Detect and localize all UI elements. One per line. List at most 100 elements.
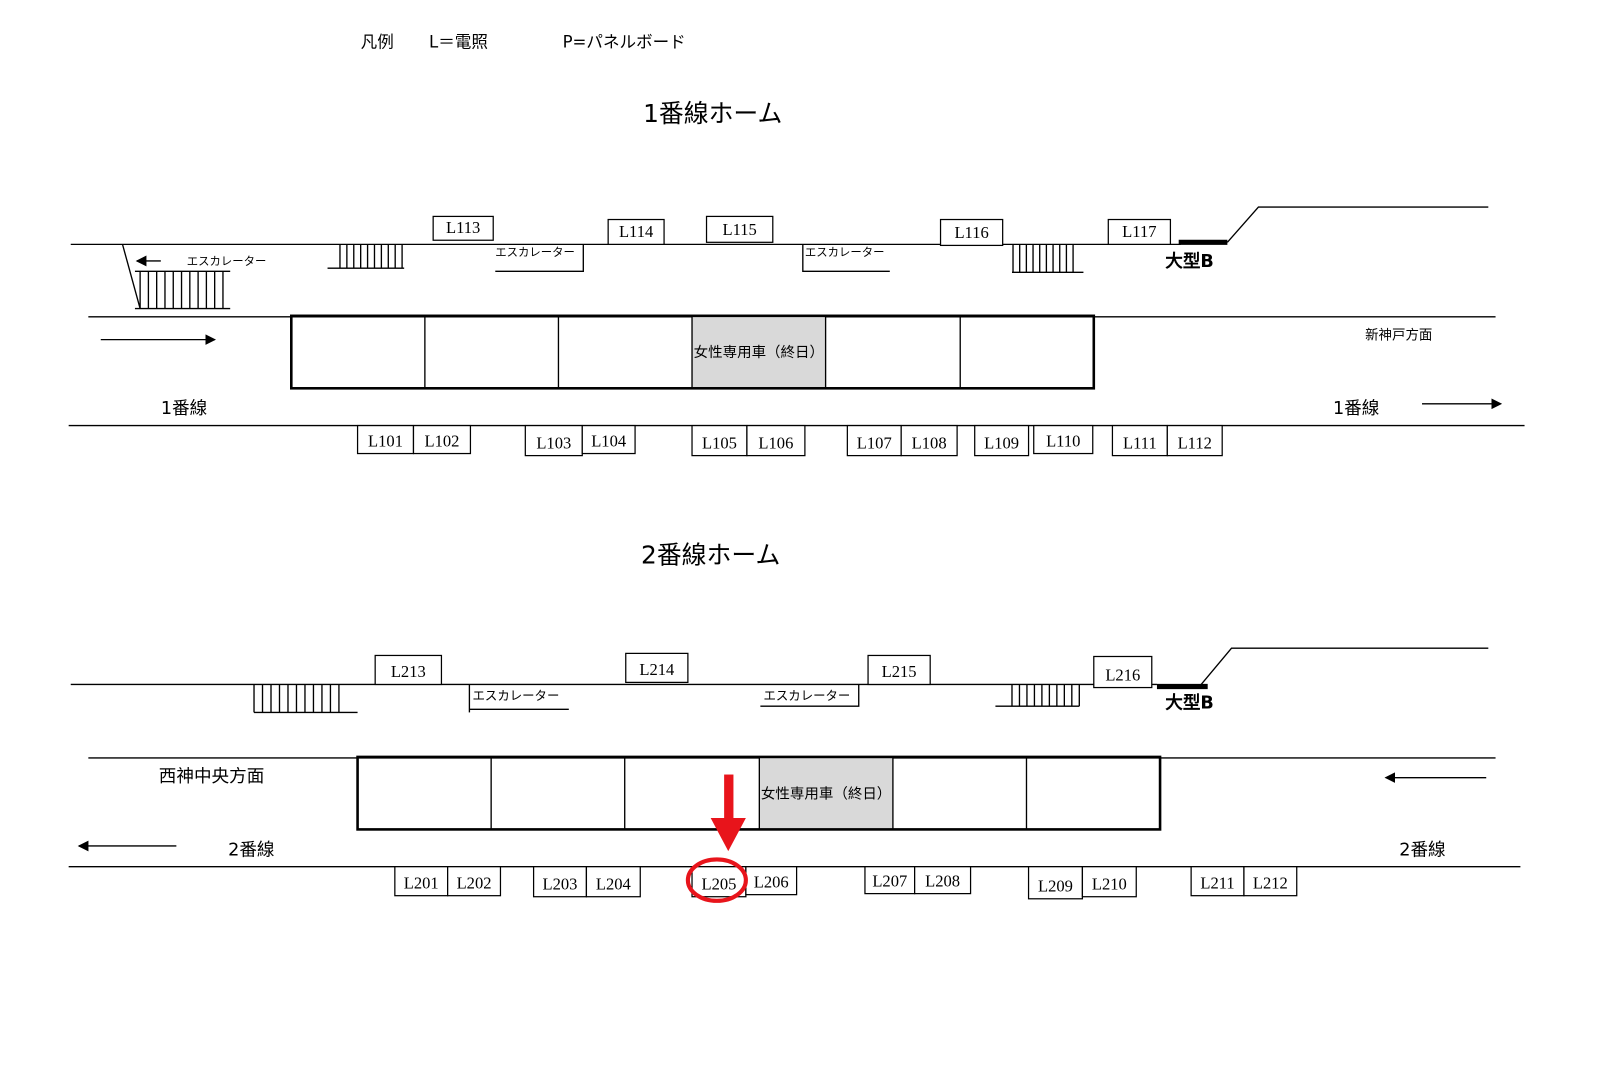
light-box[interactable]: L209 xyxy=(1027,866,1084,900)
light-label: L114 xyxy=(619,222,654,241)
light-box[interactable]: L210 xyxy=(1081,866,1137,898)
track-label-right: 2番線 xyxy=(1399,840,1445,860)
escalator-outline xyxy=(495,244,584,272)
red-arrow-shaft xyxy=(724,774,734,821)
light-label: L214 xyxy=(639,660,675,679)
escalator-label: エスカレーター xyxy=(763,688,850,703)
light-label: L106 xyxy=(758,433,793,452)
light-label: L215 xyxy=(882,662,917,681)
light-box[interactable]: L106 xyxy=(746,424,806,457)
light-box[interactable]: L110 xyxy=(1033,424,1094,455)
light-box[interactable]: L104 xyxy=(581,424,636,455)
light-label: L112 xyxy=(1178,433,1212,452)
light-box[interactable]: L108 xyxy=(900,424,958,457)
light-box-frame xyxy=(581,424,636,455)
women-car-label: 女性専用車（終日） xyxy=(761,784,891,802)
light-box[interactable]: L206 xyxy=(745,866,798,896)
light-box[interactable]: L202 xyxy=(447,866,502,897)
escalator-outline xyxy=(802,244,890,272)
upper-lights: L113 L114 L115 L116 L117 xyxy=(432,215,1172,247)
light-box[interactable]: L113 xyxy=(432,215,494,241)
light-box[interactable]: L201 xyxy=(394,866,449,897)
escalator-label: エスカレーター xyxy=(805,245,885,259)
light-box-frame xyxy=(585,866,641,898)
light-label: L104 xyxy=(591,431,627,450)
platform-end-line xyxy=(1198,647,1489,687)
light-label: L204 xyxy=(596,874,632,893)
light-box[interactable]: L208 xyxy=(914,866,972,895)
light-box-frame xyxy=(1111,424,1168,457)
light-box-frame xyxy=(1093,655,1153,689)
light-box-frame xyxy=(447,866,502,897)
escalator-steps xyxy=(134,270,231,310)
light-box-frame xyxy=(1190,866,1245,897)
red-circle-highlight xyxy=(685,857,748,903)
light-label: L101 xyxy=(368,431,403,450)
light-box-frame xyxy=(607,218,665,245)
track-label-left: 1番線 xyxy=(161,399,207,419)
light-box-frame xyxy=(746,424,806,457)
light-label: L203 xyxy=(543,874,578,893)
light-label: L201 xyxy=(404,873,439,892)
light-box[interactable]: L207 xyxy=(864,866,916,895)
light-label: L216 xyxy=(1105,665,1140,684)
light-box[interactable]: L204 xyxy=(585,866,641,898)
light-box-frame xyxy=(1081,866,1137,898)
train: 女性専用車（終日） xyxy=(290,314,1096,390)
light-box[interactable]: L203 xyxy=(532,866,588,898)
women-car-label: 女性専用車（終日） xyxy=(694,343,824,361)
women-only-car xyxy=(759,756,893,830)
light-box[interactable]: L109 xyxy=(974,424,1030,457)
light-box[interactable]: L112 xyxy=(1166,424,1223,457)
light-box[interactable]: L107 xyxy=(846,424,902,457)
light-label: L209 xyxy=(1038,877,1073,896)
light-label: L115 xyxy=(722,220,756,239)
track-label-right: 1番線 xyxy=(1333,399,1379,419)
light-box[interactable]: L116 xyxy=(939,218,1004,247)
light-label: L116 xyxy=(954,223,988,242)
light-box[interactable]: L212 xyxy=(1243,866,1298,897)
light-box[interactable]: L105 xyxy=(691,424,748,457)
light-box-frame xyxy=(705,215,774,243)
light-box[interactable]: L213 xyxy=(374,654,443,686)
light-label: L206 xyxy=(754,872,789,891)
highlight-l205 xyxy=(685,774,748,903)
light-box-frame xyxy=(900,424,958,457)
light-box-frame xyxy=(974,424,1030,457)
light-label: L210 xyxy=(1092,874,1127,893)
light-label: L110 xyxy=(1046,431,1080,450)
track-label-left: 2番線 xyxy=(228,840,274,860)
light-box[interactable]: L117 xyxy=(1107,218,1172,245)
train: 女性専用車（終日） xyxy=(356,755,1162,831)
light-box[interactable]: L101 xyxy=(356,424,415,455)
light-box[interactable]: L111 xyxy=(1111,424,1168,457)
light-box[interactable]: L102 xyxy=(412,424,472,455)
light-box[interactable]: L214 xyxy=(625,652,689,683)
light-label: L208 xyxy=(925,871,960,890)
upper-lights: L213 L214 L215 L216 xyxy=(374,652,1153,689)
light-label: L113 xyxy=(446,218,480,237)
light-label: L211 xyxy=(1200,873,1234,892)
light-box-frame xyxy=(1166,424,1223,457)
platform-end-line xyxy=(1226,206,1489,243)
light-box-frame xyxy=(625,652,689,683)
women-only-car xyxy=(692,315,826,389)
light-label: L213 xyxy=(391,662,426,681)
legend-p: P=パネルボード xyxy=(563,33,686,52)
light-box-frame xyxy=(412,424,472,455)
light-box[interactable]: L216 xyxy=(1093,655,1153,689)
platform-2-title: 2番線ホーム xyxy=(641,540,780,569)
escalator-label: エスカレーター xyxy=(187,254,267,268)
light-label: L202 xyxy=(457,873,492,892)
light-box[interactable]: L211 xyxy=(1190,866,1245,897)
light-box[interactable]: L103 xyxy=(524,424,583,457)
light-box[interactable]: L115 xyxy=(705,215,774,243)
light-label: L102 xyxy=(424,431,459,450)
light-label: L212 xyxy=(1253,873,1288,892)
stairs xyxy=(327,244,405,269)
light-box[interactable]: L114 xyxy=(607,218,665,245)
light-box[interactable]: L215 xyxy=(867,654,931,686)
